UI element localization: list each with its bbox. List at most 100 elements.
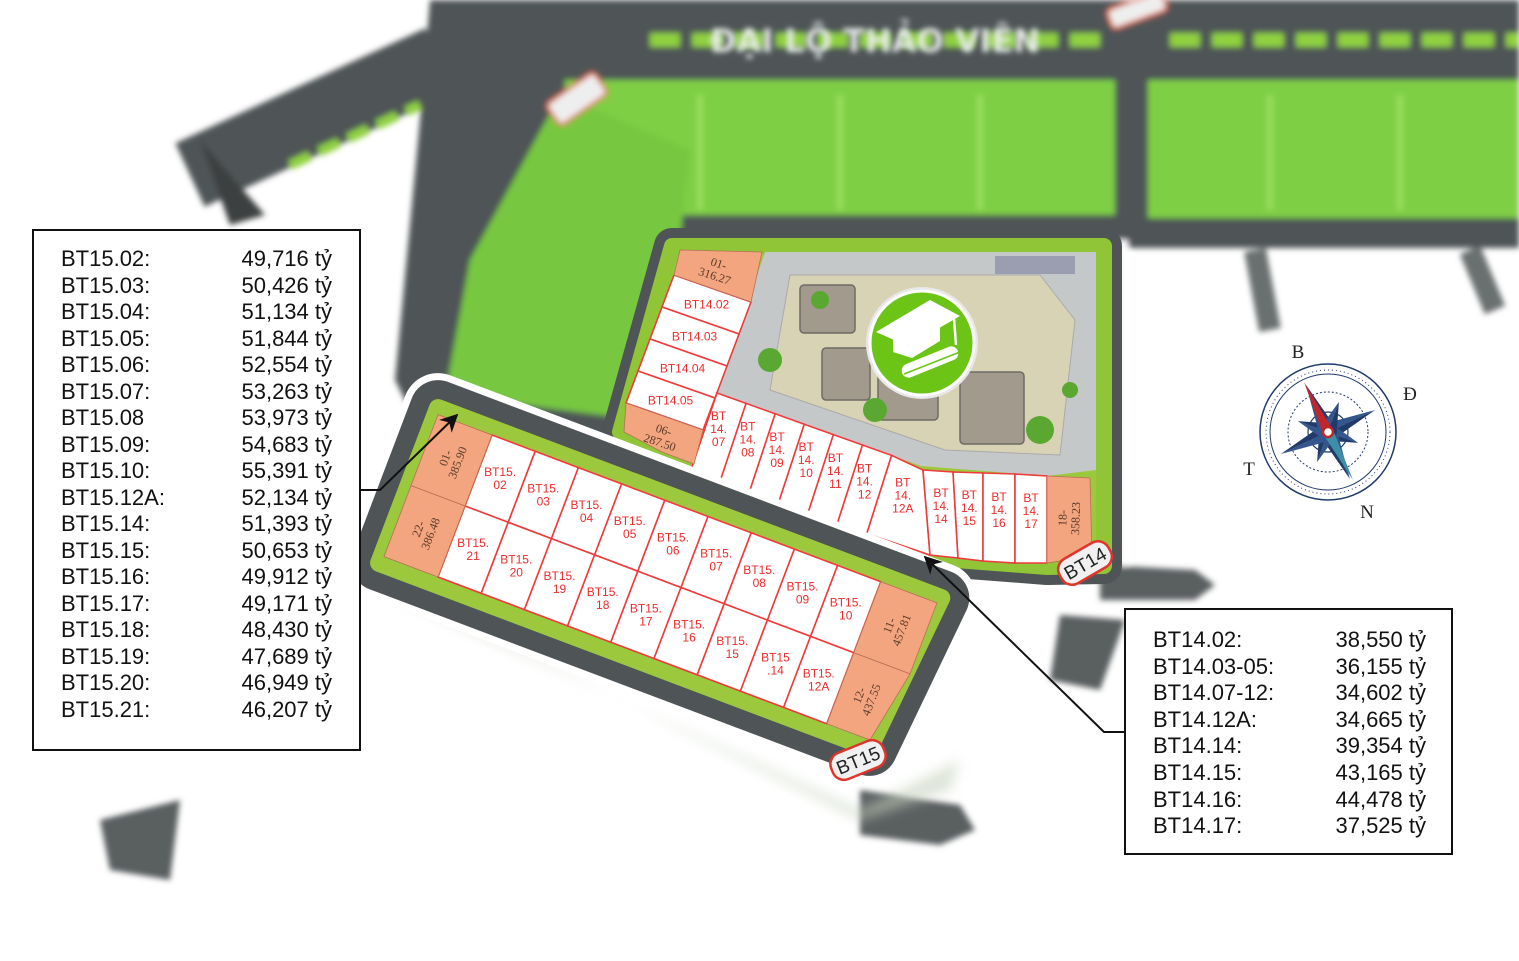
road-shadow: [360, 570, 960, 820]
lot-label-line: 21: [466, 549, 480, 563]
lot-label-line: 14.: [798, 453, 815, 467]
lot-label-line: 17: [1024, 517, 1038, 531]
legend-lot-code: BT15.17:: [61, 590, 151, 616]
lot-label: BT15.04: [570, 498, 602, 525]
legend-row: BT15.06:52,554 tỷ: [34, 352, 359, 378]
legend-lot-code: BT15.08: [61, 405, 145, 430]
legend-row: BT15.02: 49,716 tỷ: [34, 246, 359, 272]
legend-row: BT15.21:46,207 tỷ: [34, 697, 359, 723]
legend-row: BT15.19:47,689 tỷ: [34, 644, 359, 670]
lot-label-line: 01-: [436, 448, 455, 468]
lot-label: BT14.04: [660, 362, 706, 376]
legend-price: 47,689 tỷ: [241, 643, 332, 669]
school-building: [799, 284, 856, 334]
legend-price: 34,602 tỷ: [1335, 680, 1426, 706]
lot-label-line: 17: [639, 614, 653, 628]
lot-label-line: 11: [829, 477, 842, 491]
road-stub: [1244, 245, 1506, 333]
compass-pivot: [1321, 425, 1335, 439]
legend-row: BT15.18: 48,430 tỷ: [34, 617, 359, 643]
road-sign: [546, 72, 608, 126]
legend-price: 38,550 tỷ: [1335, 627, 1426, 652]
lot-label-line: 14.: [827, 464, 844, 478]
legend-lot-code: BT15.06:: [61, 352, 151, 377]
legend-lot-code: BT14.15:: [1153, 760, 1243, 785]
lot-label-line: BT: [740, 419, 756, 433]
lot-label-line: 02: [493, 478, 507, 492]
green-block: [1148, 80, 1519, 218]
arrow-road-marking: [200, 140, 265, 225]
lot-label-line: BT: [991, 490, 1007, 504]
lot-label-line: 12-: [850, 685, 869, 705]
tree: [863, 398, 887, 422]
lot-label-line: 18-: [1055, 510, 1070, 526]
lot-label: 18-358.23: [1055, 501, 1083, 535]
lot-label: BT15.19: [543, 569, 575, 596]
lot-label: BT15.08: [743, 563, 775, 590]
lot-label-line: 14: [934, 512, 948, 526]
road-shadow-shape: [360, 570, 960, 820]
curb: [1118, 240, 1128, 580]
legend-price: 48,430 tỷ: [241, 617, 332, 642]
lot-label-line: BT15.: [803, 667, 835, 681]
lot-label-line: 07: [712, 435, 726, 449]
lot-label: BT14.02: [684, 298, 730, 312]
legend-lot-code: BT15.02:: [61, 246, 151, 271]
legend-row: BT14.03-05:36,155 tỷ: [1126, 654, 1451, 680]
lot-label-line: 12: [858, 487, 872, 501]
lot-label-line: BT15.: [673, 618, 705, 632]
legend-lot-code: BT14.07-12:: [1153, 680, 1275, 706]
compass-core-ring: [1307, 411, 1349, 453]
corner-lot[interactable]: [383, 485, 466, 578]
legend-lot-code: BT15.10:: [61, 458, 151, 483]
legend-row: BT15.09:54,683 tỷ: [34, 432, 359, 458]
legend-row: BT15.15:50,653 tỷ: [34, 538, 359, 564]
lot-label-line: BT15.: [700, 547, 732, 561]
lot-label-line: BT: [711, 409, 727, 423]
legend-price: 50,653 tỷ: [241, 537, 332, 563]
legend-row: BT15.10: 55,391 tỷ: [34, 458, 359, 484]
legend-price: 49,171 tỷ: [241, 590, 332, 616]
lot-label: BT15.16: [673, 618, 705, 645]
tag-badge: [829, 738, 887, 782]
lot-label-line: BT15.: [743, 563, 775, 577]
lot-label-line: BT15.: [657, 530, 689, 544]
lot-label-line: BT15.: [500, 553, 532, 567]
callout-line-bt15: [361, 413, 459, 491]
lot-label-line: 16: [682, 631, 696, 645]
lot-label-line: BT: [828, 451, 844, 465]
legend-price: 55,391 tỷ: [241, 458, 332, 483]
legend-price: 51,844 tỷ: [241, 325, 332, 351]
legend-row: BT14.16:44,478 tỷ: [1126, 787, 1451, 813]
legend-lot-code: BT14.16:: [1153, 786, 1243, 812]
lot-label-line: BT15.: [457, 536, 489, 550]
compass-letter-west: T: [1243, 459, 1255, 480]
green-block-rows: [697, 95, 1403, 210]
lot-label-line: BT: [962, 488, 978, 502]
lot-label-line: 20: [510, 566, 524, 580]
legend-row: BT15.17: 49,171 tỷ: [34, 591, 359, 617]
school-badge[interactable]: [866, 287, 978, 399]
tree: [1062, 382, 1078, 398]
school-building: [959, 371, 1025, 445]
legend-price: 49,716 tỷ: [241, 246, 332, 271]
legend-row: BT15.04:51,134 tỷ: [34, 299, 359, 325]
legend-lot-code: BT15.09:: [61, 431, 151, 457]
legend-price: 52,134 tỷ: [241, 484, 332, 510]
lot-label: BT15.03: [527, 481, 559, 508]
legend-price: 46,949 tỷ: [241, 670, 332, 695]
compass-dashed-ring: [1287, 391, 1369, 473]
corner-lot[interactable]: [623, 402, 704, 465]
lot-label-line: 10: [800, 466, 814, 480]
lot-label-line: 15: [726, 647, 740, 661]
legend-row: BT15.07:53,263 tỷ: [34, 379, 359, 405]
legend-row: BT15.12A:52,134 tỷ: [34, 485, 359, 511]
compass-star-arm: [1280, 432, 1332, 454]
lot-label-line: 16: [992, 516, 1006, 530]
lot-label-line: 06-: [654, 421, 674, 439]
legend-lot-code: BT15.18:: [61, 617, 151, 642]
corner-lot[interactable]: [673, 249, 763, 303]
